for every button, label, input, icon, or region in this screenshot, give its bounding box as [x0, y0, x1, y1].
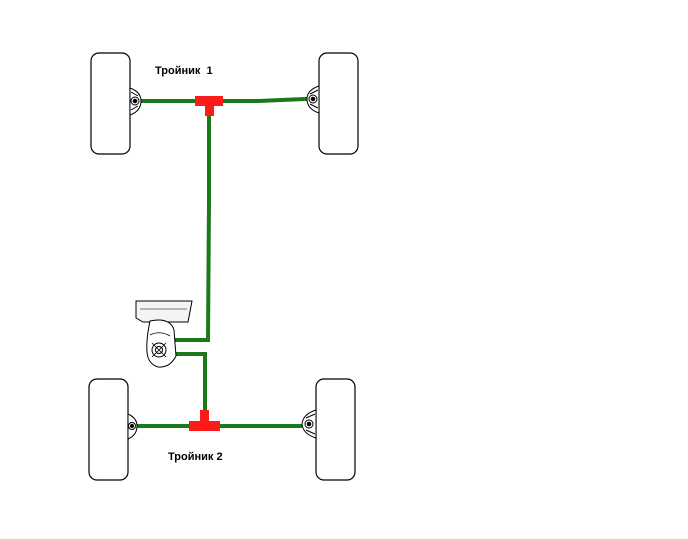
wheel-front-right — [306, 52, 359, 155]
brake-disc-icon — [127, 413, 138, 440]
tee-fitting-1 — [195, 96, 223, 116]
front-circuit-brake-line — [172, 108, 211, 342]
tee-1-label: Тройник 1 — [155, 65, 213, 77]
brake-disc-icon — [129, 87, 142, 116]
wheel-front-left — [90, 52, 142, 155]
rear-circuit-brake-line — [174, 352, 207, 416]
wheel-rear-left — [88, 378, 138, 481]
wheel-icon — [88, 378, 129, 481]
wheel-icon — [90, 52, 131, 155]
brake-disc-icon — [306, 85, 320, 114]
master-cylinder-icon — [135, 300, 193, 368]
brake-lines — [132, 96, 309, 428]
wheel-rear-right — [301, 378, 356, 481]
tee-2-label: Тройник 2 — [168, 451, 223, 463]
tee-fitting-2 — [189, 410, 220, 431]
wheel-icon — [315, 378, 356, 481]
front-axle-brake-line — [138, 96, 309, 103]
brake-disc-icon — [301, 409, 317, 439]
wheel-icon — [318, 52, 359, 155]
